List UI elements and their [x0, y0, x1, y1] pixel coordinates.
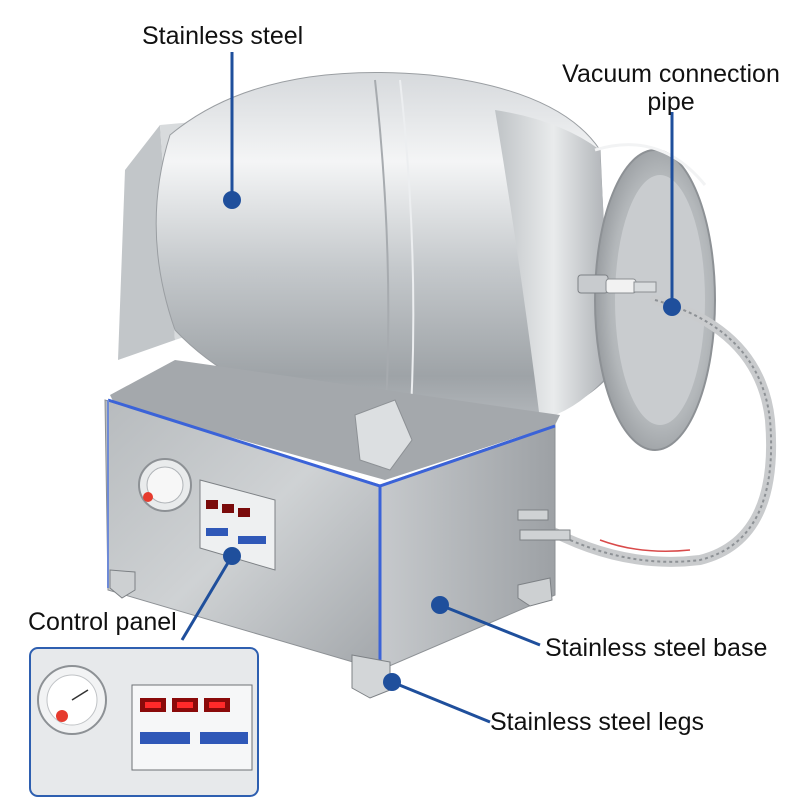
- drum-neck: [495, 110, 612, 420]
- control-panel-small: [199, 479, 276, 571]
- fitting-coupler: [605, 278, 637, 294]
- leader-dot-icon: [383, 673, 401, 691]
- led-1-small: [206, 500, 218, 509]
- label-stainless-base: Stainless steel base: [545, 634, 768, 662]
- leader-dot-icon: [431, 596, 449, 614]
- leader-lines: [180, 52, 674, 724]
- fitting-nut: [577, 274, 609, 294]
- buttons-right-small: [238, 536, 266, 544]
- label-vacuum-pipe-line2: pipe: [647, 88, 695, 116]
- inset-led-2-digits: [177, 702, 193, 708]
- label-stainless-legs: Stainless steel legs: [490, 708, 705, 736]
- inset-buttons-left: [140, 732, 190, 744]
- leg-back-left: [109, 569, 136, 599]
- drum-seam: [374, 79, 390, 426]
- led-3-small: [238, 508, 250, 517]
- leader-dot-icon: [223, 547, 241, 565]
- label-vacuum-pipe-line1: Vacuum connection: [562, 60, 780, 88]
- side-fitting-lower: [519, 529, 571, 541]
- label-control-panel: Control panel: [28, 608, 177, 636]
- inset-led-1-digits: [145, 702, 161, 708]
- label-vacuum-pipe: Vacuum connection pipe: [552, 60, 790, 116]
- hose-red-stripe: [599, 539, 691, 552]
- vacuum-hose: [535, 295, 777, 567]
- fitting-nozzle: [633, 281, 657, 293]
- leader-dot-icon: [663, 298, 681, 316]
- leader-control-panel: [180, 555, 234, 641]
- inset-buttons-right: [200, 732, 248, 744]
- buttons-left-small: [206, 528, 228, 536]
- inset-gauge-needle: [71, 689, 89, 701]
- leader-base: [439, 603, 541, 647]
- drum-support: [354, 399, 413, 471]
- inset-gauge-knob: [56, 710, 68, 722]
- leg-back-right: [517, 577, 553, 607]
- gauge-red-knob: [143, 492, 153, 502]
- leader-legs: [391, 680, 491, 724]
- leg-front: [351, 654, 391, 699]
- drum-seam-highlight: [399, 79, 415, 429]
- vacuum-gauge-dial: [146, 466, 184, 504]
- leader-dot-icon: [223, 191, 241, 209]
- led-2-small: [222, 504, 234, 513]
- leader-dots: [223, 191, 681, 691]
- inset-led-3-digits: [209, 702, 225, 708]
- inset-panel: [131, 684, 253, 771]
- label-stainless-steel: Stainless steel: [142, 22, 304, 50]
- side-fitting-upper: [517, 509, 549, 521]
- base-top: [110, 360, 560, 480]
- opening-rim-highlight: [594, 143, 707, 186]
